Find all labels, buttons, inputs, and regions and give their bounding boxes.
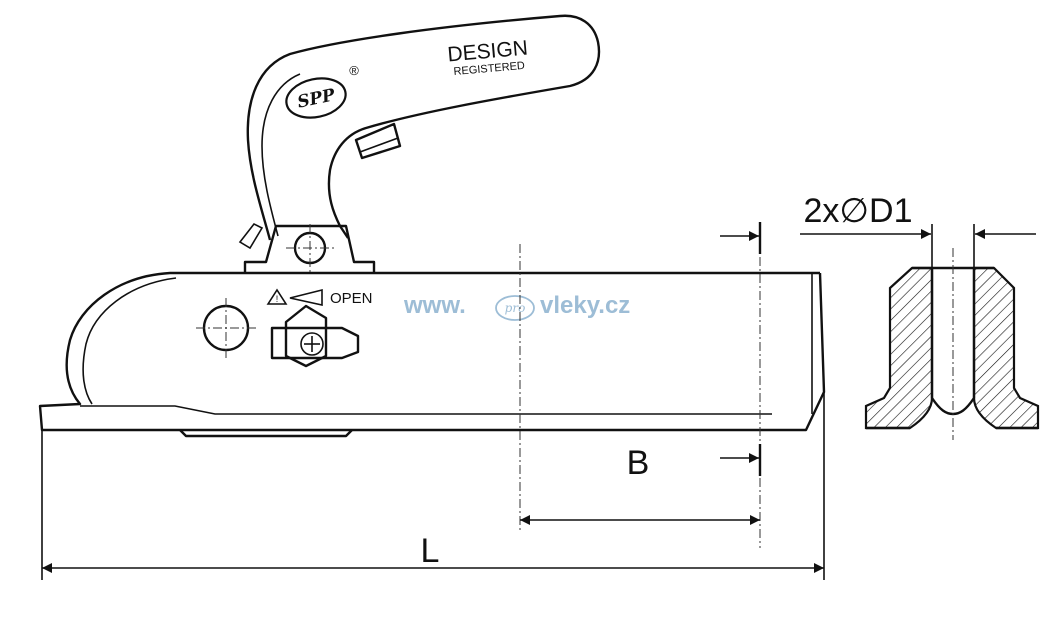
pivot-bracket [238,222,376,273]
lever-handle [246,14,601,241]
watermark: www. pro vleky.cz [403,292,630,321]
open-indicator: ! OPEN [266,288,373,307]
coupling-body [38,271,826,438]
dimension-l-label: L [421,532,440,570]
open-label: OPEN [330,290,373,307]
bush-section [864,248,1040,440]
svg-text:!: ! [276,294,279,304]
dimension-b-label: B [627,444,650,482]
dimension-b: B [520,222,762,525]
watermark-suffix: vleky.cz [540,292,630,319]
logo-text: SPP [296,85,338,113]
dimension-d1: 2x∅D1 [800,192,1036,268]
watermark-prefix: www. [403,292,466,319]
dimension-d1-label: 2x∅D1 [804,192,913,230]
watermark-middle: pro [505,301,526,315]
registered-mark: ® [349,63,359,78]
locking-knob [270,304,360,368]
dimension-l: L [41,392,825,580]
spp-logo: SPP [285,77,347,119]
body-hole [196,298,256,358]
